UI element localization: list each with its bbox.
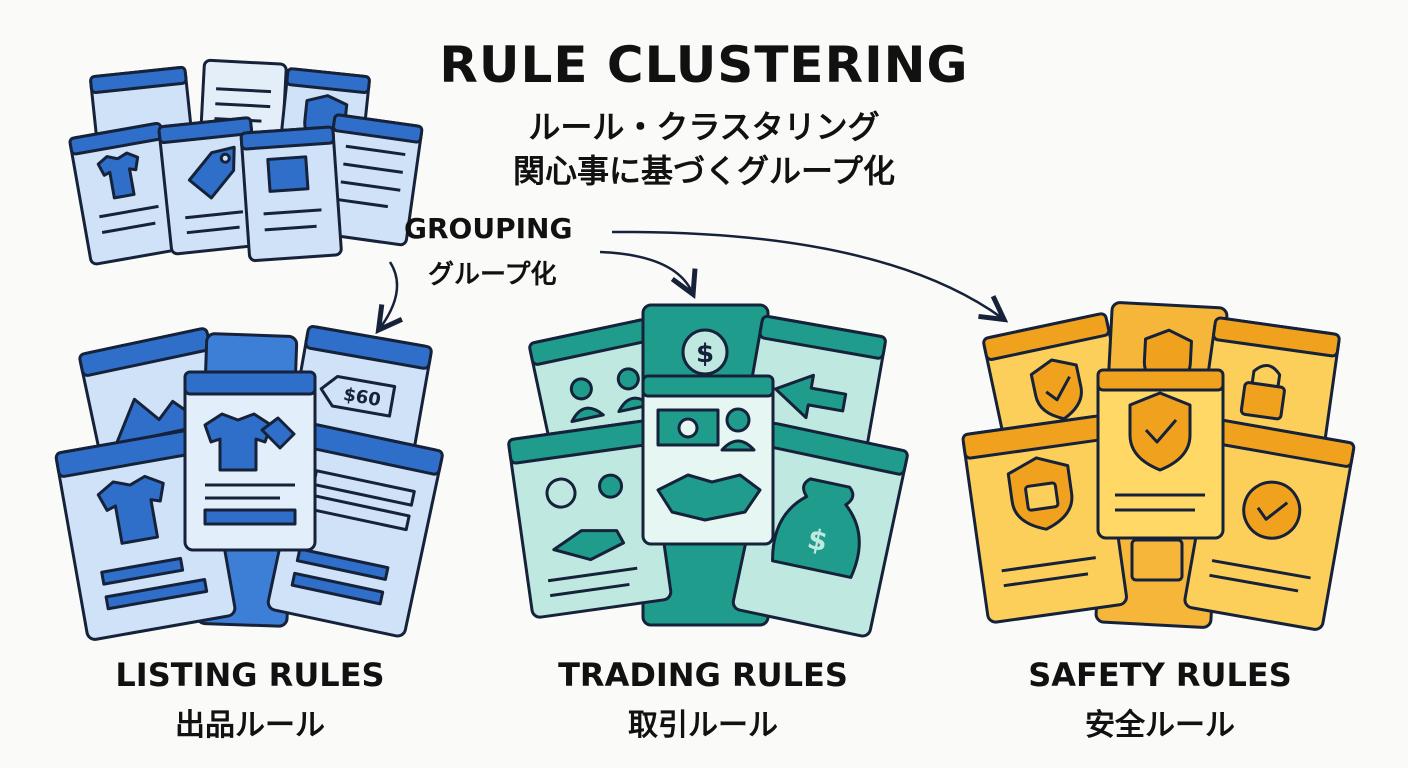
listing-rules-label: LISTING RULES: [115, 656, 385, 694]
page-title: RULE CLUSTERING: [439, 36, 969, 94]
unsorted-rules-pile: [68, 58, 424, 266]
rule-card: [68, 121, 183, 266]
safety-cluster: [961, 301, 1356, 631]
rule-card: [317, 113, 424, 247]
safety-rules-label-ja: 安全ルール: [1085, 708, 1235, 743]
grouping-label-ja: グループ化: [428, 260, 557, 290]
page-tagline-ja: 関心事に基づくグループ化: [512, 152, 896, 190]
rule-card-front: [183, 370, 317, 552]
rule-card: [157, 116, 265, 256]
rule-card-front: [1096, 368, 1225, 540]
rule-card: [507, 419, 673, 619]
grouping-label: GROUPING: [404, 212, 573, 245]
grouping-arrows: [380, 230, 1002, 328]
listing-cluster: $60: [54, 325, 444, 641]
svg-text:$: $: [696, 339, 714, 369]
listing-rules-label-ja: 出品ルール: [175, 708, 325, 743]
rule-card-front: [641, 374, 775, 546]
trading-cluster: $ $: [507, 303, 909, 638]
page-subtitle-ja: ルール・クラスタリング: [528, 108, 880, 146]
rule-card: [239, 125, 343, 263]
safety-rules-label: SAFETY RULES: [1028, 656, 1292, 694]
trading-rules-label: TRADING RULES: [558, 656, 848, 694]
trading-rules-label-ja: 取引ルール: [628, 708, 778, 743]
